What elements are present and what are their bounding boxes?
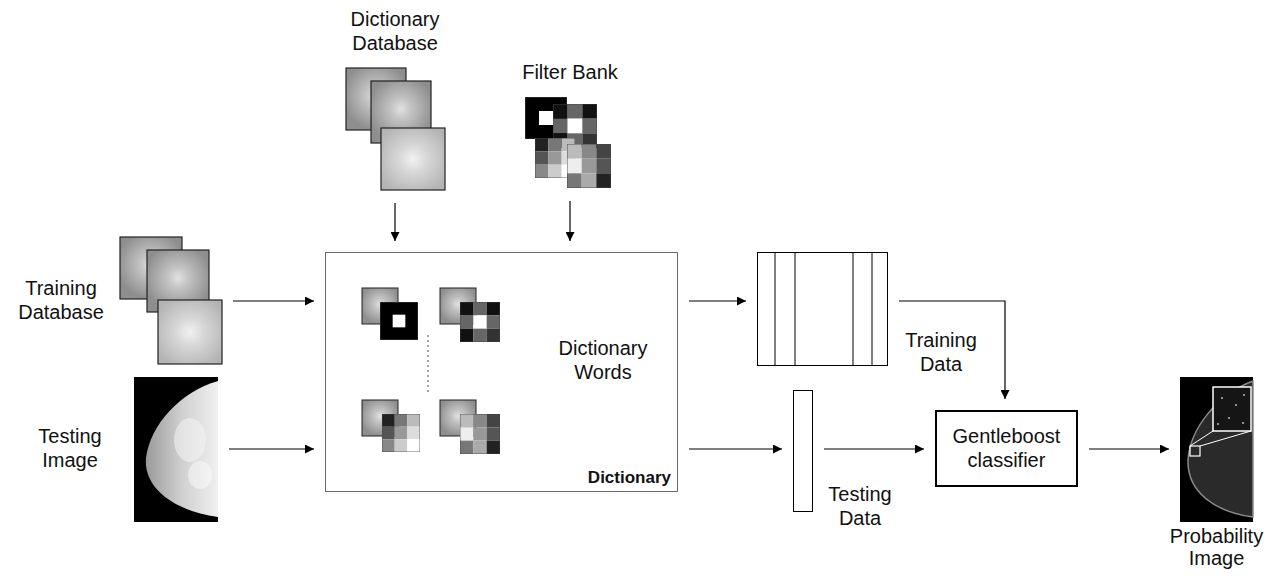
flow-arrow xyxy=(824,448,924,449)
matrix-columns xyxy=(775,252,872,366)
stack-heading: Dictionary Database xyxy=(340,8,450,55)
mammogram: Testing Image xyxy=(134,377,218,522)
feature-vector: Testing Data xyxy=(793,390,813,512)
flow-arrow xyxy=(394,203,395,241)
dictionary-image-stack xyxy=(346,68,445,190)
training-image-stack xyxy=(120,237,222,364)
probability-map: Probability Image xyxy=(1180,377,1253,522)
stack-heading: Training Database xyxy=(10,277,112,324)
mammogram-image xyxy=(134,377,218,522)
classifier-box: Gentleboost classifier xyxy=(935,410,1078,487)
dictionary-box: Dictionary WordsDictionary xyxy=(325,252,678,492)
feature-matrix: Training Data xyxy=(757,252,888,366)
flow-arrow xyxy=(689,448,782,449)
image-label: Testing Image xyxy=(14,425,126,472)
flow-arrow xyxy=(233,300,314,301)
filter-bank-icons xyxy=(525,97,611,188)
matrix-label: Training Data xyxy=(896,329,986,376)
flow-arrow xyxy=(229,448,314,449)
probability-image xyxy=(1180,377,1253,522)
filter-bank: Filter Bank xyxy=(525,95,615,190)
vector-label: Testing Data xyxy=(818,483,902,530)
box-text: Gentleboost classifier xyxy=(945,425,1068,472)
stack-heading: Filter Bank xyxy=(510,61,630,85)
flow-arrow xyxy=(569,201,570,241)
dictionary-word-icons xyxy=(362,288,500,454)
image-label: Probability Image xyxy=(1160,525,1273,570)
box-title: Dictionary xyxy=(588,468,671,488)
image-stack: Dictionary Database xyxy=(345,68,445,192)
flow-arrow xyxy=(1089,448,1169,449)
flow-arrow xyxy=(689,300,746,301)
image-stack: Training Database xyxy=(120,237,222,365)
box-text: Dictionary Words xyxy=(538,337,668,384)
